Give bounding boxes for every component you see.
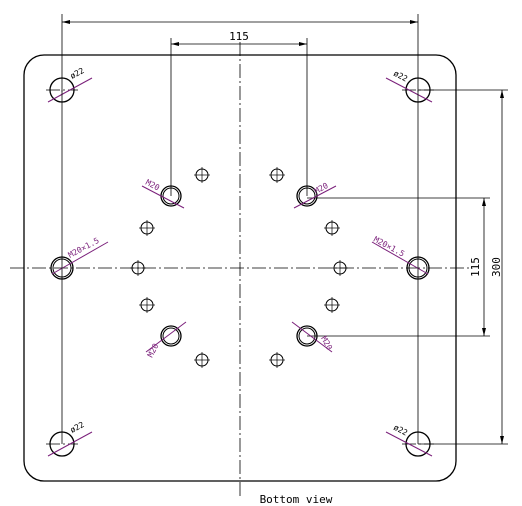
corner-hole-bottom-right: ø22 bbox=[385, 423, 434, 457]
side-port-right-label: M20×1.5 bbox=[372, 235, 406, 259]
dimension-overall-width bbox=[61, 14, 419, 92]
thread-hole-bottom-right: M20 bbox=[291, 321, 334, 353]
corner-hole-top-left: ø22 bbox=[46, 66, 93, 103]
small-holes bbox=[130, 167, 348, 368]
thread-hole-top-left: M20 bbox=[141, 178, 185, 209]
view-label: Bottom view bbox=[260, 493, 333, 506]
small-hole bbox=[324, 220, 340, 236]
small-hole bbox=[269, 167, 285, 183]
dimension-inner-width-label: 115 bbox=[229, 30, 249, 43]
corner-hole-top-right: ø22 bbox=[385, 69, 434, 103]
side-port-right: M20×1.5 bbox=[371, 235, 430, 280]
small-hole bbox=[194, 352, 210, 368]
small-hole bbox=[324, 297, 340, 313]
dimension-overall-height-label: 300 bbox=[490, 257, 503, 277]
corner-hole-bottom-right-label: ø22 bbox=[392, 423, 409, 438]
small-hole bbox=[194, 167, 210, 183]
small-hole bbox=[139, 220, 155, 236]
thread-hole-top-right: M20 bbox=[293, 181, 337, 209]
small-hole bbox=[130, 260, 146, 276]
corner-hole-top-right-label: ø22 bbox=[392, 69, 409, 84]
small-hole bbox=[139, 297, 155, 313]
thread-hole-bottom-left: M20 bbox=[145, 321, 187, 359]
thread-hole-bottom-left-label: M20 bbox=[146, 342, 161, 359]
corner-hole-top-left-label: ø22 bbox=[69, 66, 86, 81]
small-hole bbox=[332, 260, 348, 276]
dimension-overall-height: 300 bbox=[418, 89, 508, 445]
thread-hole-bottom-right-label: M20 bbox=[319, 335, 334, 352]
dimension-inner-height: 115 bbox=[307, 197, 490, 337]
corner-hole-bottom-left-label: ø22 bbox=[69, 420, 86, 435]
thread-hole-top-left-label: M20 bbox=[144, 178, 161, 193]
side-port-left: M20×1.5 bbox=[50, 236, 109, 280]
small-hole bbox=[269, 352, 285, 368]
corner-hole-bottom-left: ø22 bbox=[46, 420, 93, 457]
dimension-inner-height-label: 115 bbox=[469, 257, 482, 277]
dimension-inner-width: 115 bbox=[170, 30, 308, 196]
